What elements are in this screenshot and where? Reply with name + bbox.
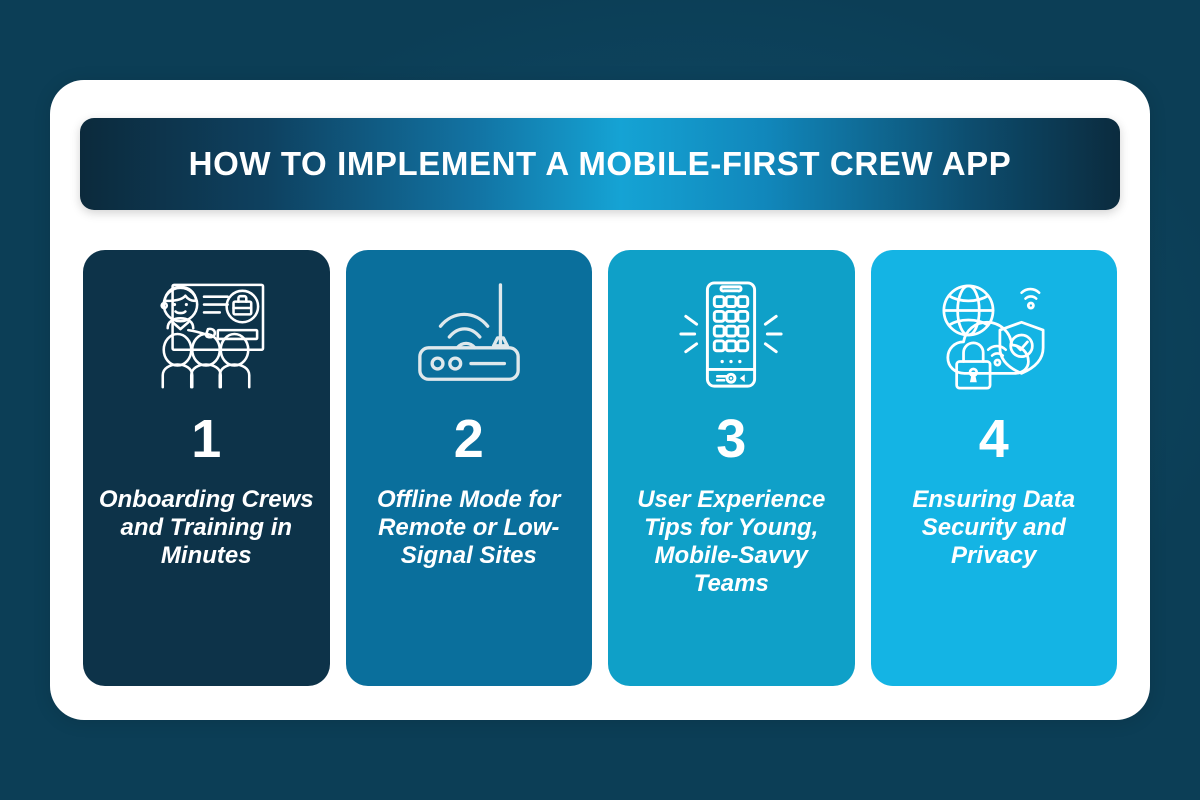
step-card-3[interactable]: 3 User Experience Tips for Young, Mobile… [608, 250, 855, 686]
training-presentation-icon [140, 276, 272, 396]
step-card-2[interactable]: 2 Offline Mode for Remote or Low-Signal … [345, 250, 592, 686]
wifi-router-icon [403, 276, 535, 396]
title-banner: HOW TO IMPLEMENT A MOBILE-FIRST CREW APP [80, 118, 1120, 210]
page-title: HOW TO IMPLEMENT A MOBILE-FIRST CREW APP [188, 145, 1012, 182]
smartphone-apps-icon [665, 276, 797, 396]
step-card-4[interactable]: 4 Ensuring Data Security and Privacy [870, 250, 1117, 686]
cloud-security-icon [928, 276, 1060, 396]
step-caption: User Experience Tips for Young, Mobile-S… [637, 486, 826, 598]
step-caption: Onboarding Crews and Training in Minutes [98, 486, 314, 570]
step-caption: Ensuring Data Security and Privacy [912, 486, 1076, 570]
step-card-1[interactable]: 1 Onboarding Crews and Training in Minut… [83, 250, 330, 686]
step-number: 4 [978, 409, 1009, 469]
step-number: 2 [453, 409, 484, 469]
step-caption: Offline Mode for Remote or Low-Signal Si… [376, 486, 561, 570]
step-number: 1 [191, 409, 222, 469]
steps-card-row: 1 Onboarding Crews and Training in Minut… [83, 250, 1117, 686]
step-number: 3 [716, 409, 747, 469]
